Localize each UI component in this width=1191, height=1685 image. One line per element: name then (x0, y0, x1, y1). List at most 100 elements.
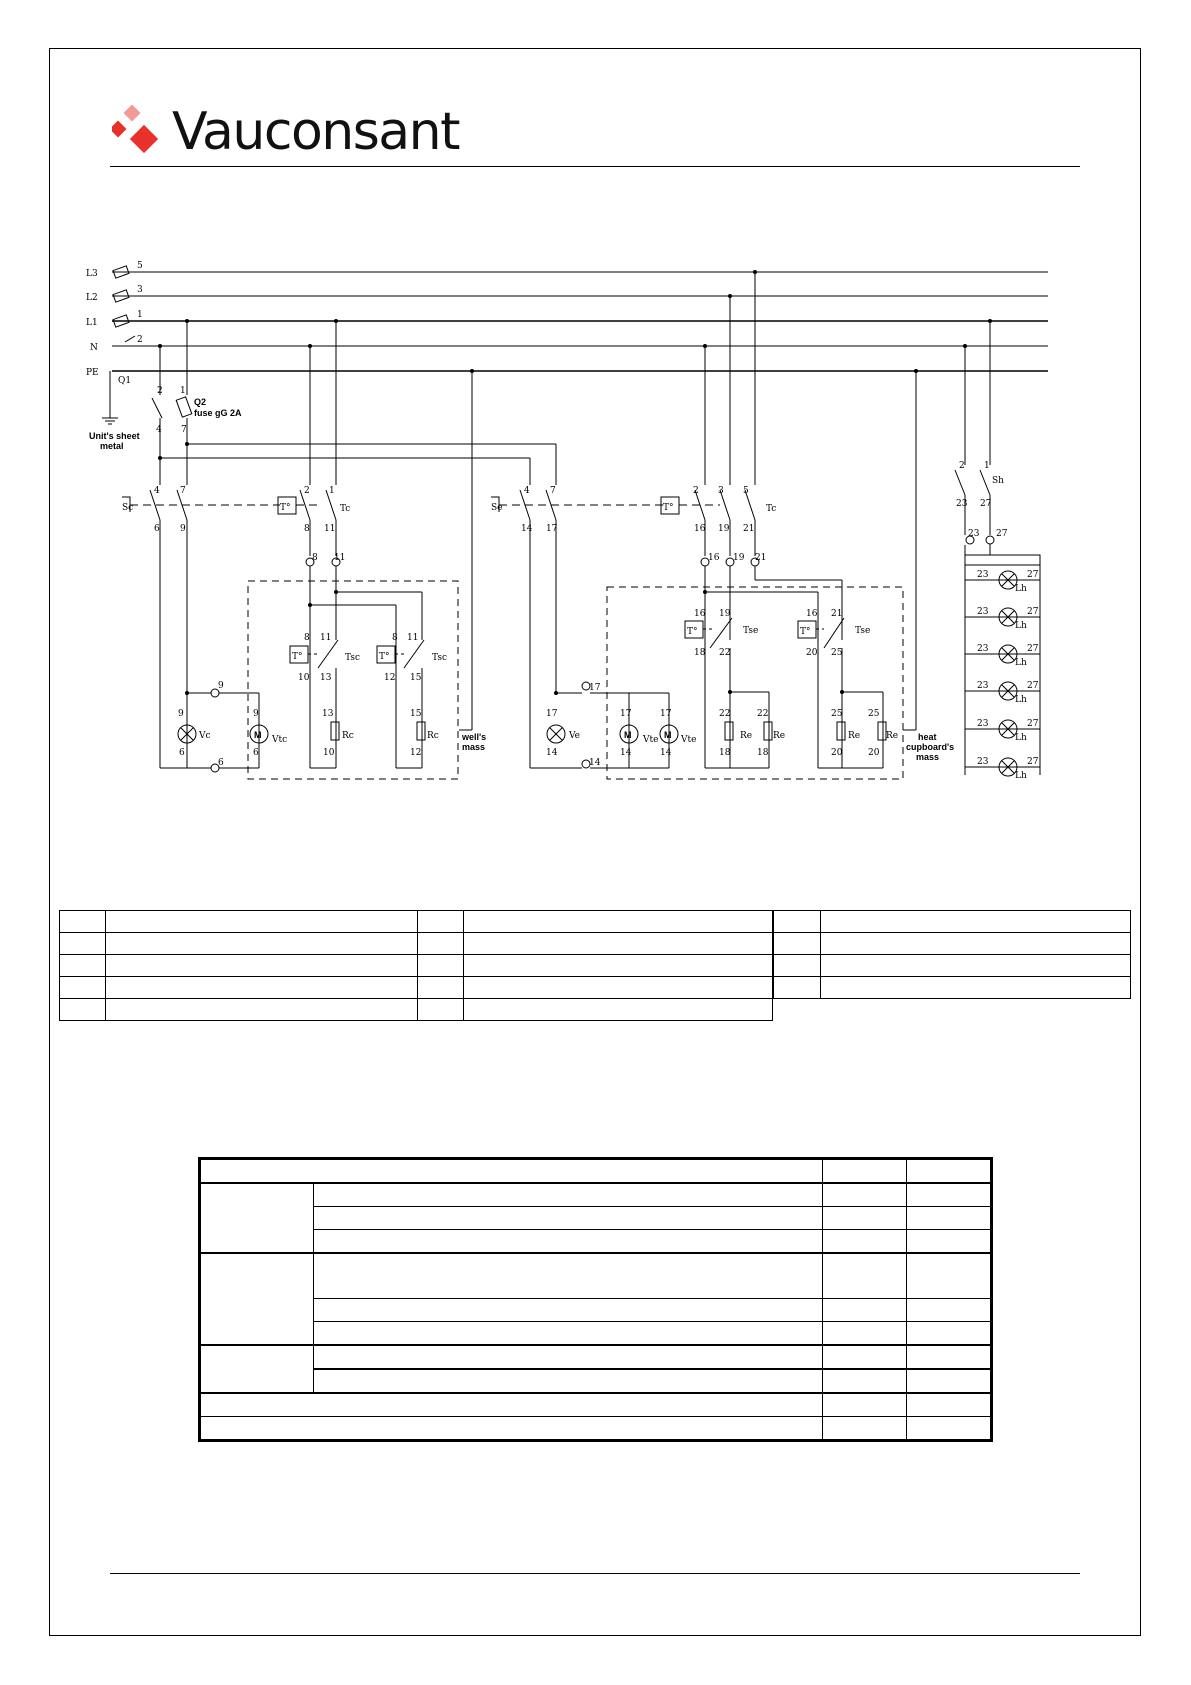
table-cell (820, 954, 1131, 977)
label-wells-mass-1: well's (461, 732, 486, 742)
schematic-label: M (664, 730, 672, 740)
label-re-3: Re (848, 731, 860, 741)
label-pe: PE (86, 368, 99, 378)
schematic-symbol (998, 607, 1018, 627)
schematic-label: 8 (304, 524, 310, 534)
schematic-label: 23 (977, 607, 989, 617)
table-cell (313, 1368, 823, 1394)
schematic-label: 21 (831, 609, 842, 619)
schematic-label: 9 (178, 709, 184, 719)
table-cell (822, 1344, 907, 1370)
label-l3: L3 (86, 269, 98, 279)
schematic-symbol (470, 369, 474, 373)
schematic-label: 16 (694, 524, 706, 534)
table-cell (906, 1158, 992, 1184)
table-cell (199, 1158, 823, 1184)
schematic-symbol (334, 590, 338, 594)
schematic-label: 23 (977, 719, 989, 729)
schematic-label: 1 (984, 461, 990, 471)
schematic-symbol (728, 294, 732, 298)
label-q1: Q1 (118, 376, 131, 386)
schematic-label: 10 (323, 748, 335, 758)
table-cell (417, 932, 464, 955)
table-cell (906, 1182, 992, 1207)
label-vc: Vc (198, 731, 211, 741)
label-thermostat-right: T° (663, 503, 674, 513)
schematic-label: M (254, 730, 262, 740)
schematic-label: 5 (137, 261, 143, 271)
schematic-label: 9 (180, 524, 186, 534)
summary-row (200, 1229, 992, 1254)
table-cell (906, 1321, 992, 1346)
table-cell (906, 1229, 992, 1254)
schematic-symbol (606, 586, 904, 780)
schematic-label: 18 (757, 748, 769, 758)
header-divider (110, 166, 1080, 167)
schematic-label: 14 (660, 748, 672, 758)
schematic-label: Lh (1015, 621, 1027, 631)
schematic-label: T° (379, 652, 390, 662)
schematic-symbol (998, 757, 1018, 777)
table-cell (105, 976, 418, 999)
schematic-symbol (1001, 760, 1015, 774)
label-l2: L2 (86, 293, 98, 303)
schematic-label: 11 (324, 524, 335, 534)
wiring-diagram: L3 L2 L1 N PE 5 3 1 2 Q1 Q2 fuse gG 2A U… (86, 261, 1048, 781)
schematic-label: 27 (1027, 757, 1039, 767)
table-cell (906, 1298, 992, 1322)
table-cell (822, 1392, 907, 1417)
schematic-symbol (998, 719, 1018, 739)
table-cell (822, 1206, 907, 1230)
table-cell (313, 1321, 823, 1346)
summary-row (199, 1344, 992, 1394)
schematic-symbol (965, 535, 975, 545)
summary-row (199, 1392, 992, 1417)
schematic-symbol (554, 691, 558, 695)
summary-table (198, 1157, 993, 1442)
schematic-label: 6 (253, 748, 259, 758)
table-cell (822, 1321, 907, 1346)
schematic-symbol (180, 727, 194, 741)
schematic-label: 18 (719, 748, 731, 758)
schematic-label: 22 (757, 709, 768, 719)
schematic-label: 9 (253, 709, 259, 719)
table-cell (59, 910, 106, 933)
schematic-symbol (317, 639, 339, 669)
schematic-symbol (998, 644, 1018, 664)
schematic-label: 4 (156, 425, 162, 435)
schematic-label: 20 (831, 748, 843, 758)
schematic-symbol (308, 603, 312, 607)
schematic-symbol (979, 469, 991, 496)
table-cell (463, 910, 773, 933)
schematic-label: 27 (996, 529, 1008, 539)
summary-row (199, 1252, 992, 1346)
schematic-symbol (249, 724, 269, 744)
schematic-label: 18 (694, 648, 706, 658)
table-cell (313, 1344, 823, 1370)
summary-row (200, 1298, 992, 1322)
summary-row (200, 1368, 992, 1394)
table-cell (822, 1182, 907, 1207)
fuse-l2 (112, 289, 130, 303)
schematic-symbol (1001, 684, 1015, 698)
schematic-symbol (877, 721, 887, 741)
schematic-label: 17 (660, 709, 672, 719)
label-fuse: fuse gG 2A (194, 408, 242, 418)
label-l1: L1 (86, 318, 98, 328)
table-cell (313, 1229, 823, 1254)
schematic-label: 10 (298, 673, 310, 683)
schematic-label: 27 (1027, 719, 1039, 729)
legend-row (59, 910, 773, 933)
label-tc-right: Tc (766, 504, 776, 514)
schematic-label: 14 (620, 748, 632, 758)
schematic-label: T° (292, 652, 303, 662)
schematic-symbol (334, 319, 338, 323)
label-tse-2: Tse (855, 626, 870, 636)
schematic-label: 15 (410, 673, 422, 683)
label-tse-1: Tse (743, 626, 758, 636)
table-cell (199, 1182, 314, 1254)
schematic-label: 7 (550, 486, 556, 496)
table-cell (822, 1298, 907, 1322)
schematic-label: 14 (546, 748, 558, 758)
table-cell (463, 976, 773, 999)
